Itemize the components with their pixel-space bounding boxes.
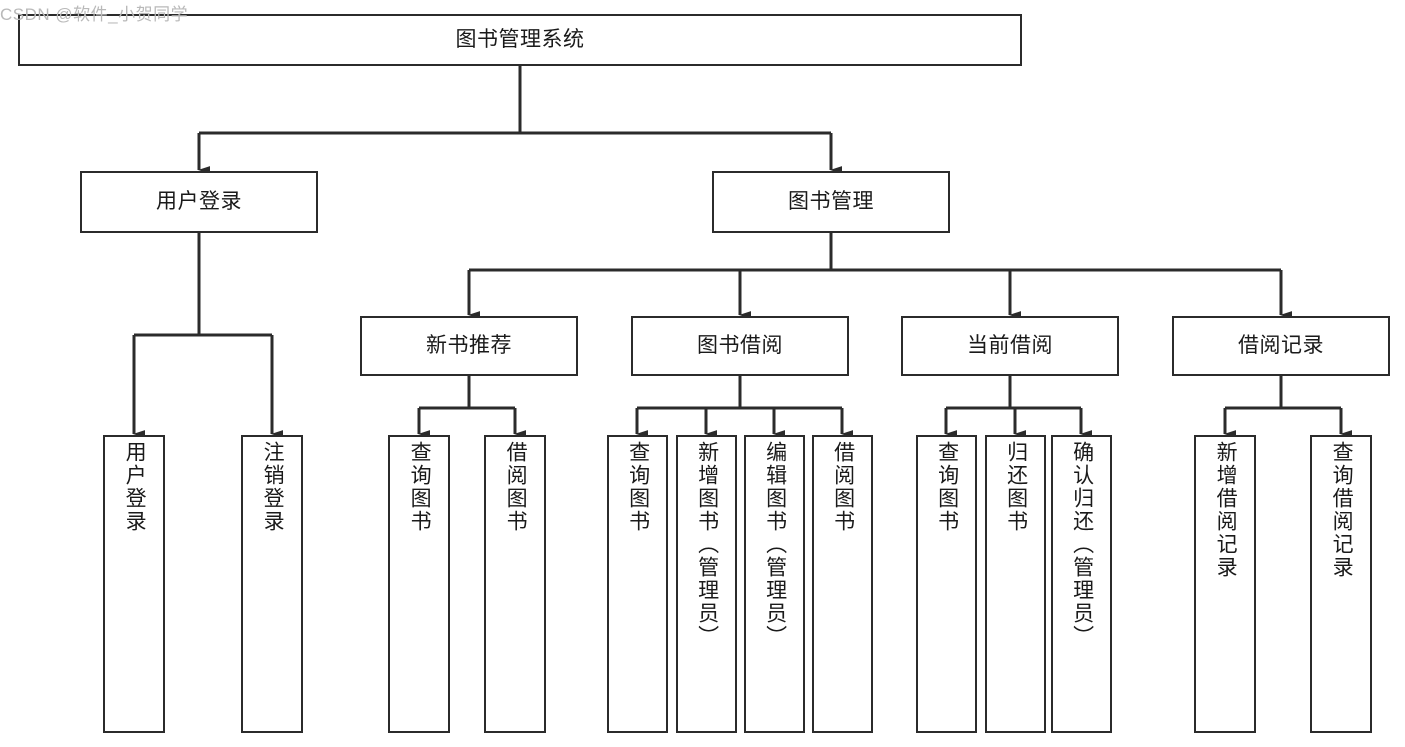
node-borrow-query-book[interactable]: 查询图书	[607, 435, 668, 733]
node-user-login-label: 用户登录	[156, 189, 242, 213]
node-current-confirm-return-label: 确认归还（管理员）	[1070, 441, 1094, 648]
node-current-return-book[interactable]: 归还图书	[985, 435, 1046, 733]
node-book-manage-label: 图书管理	[788, 189, 874, 213]
node-recommend-query-book[interactable]: 查询图书	[388, 435, 450, 733]
node-borrow-record-label: 借阅记录	[1238, 333, 1324, 357]
node-current-borrow[interactable]: 当前借阅	[901, 316, 1119, 376]
node-record-add[interactable]: 新增借阅记录	[1194, 435, 1256, 733]
node-recommend-borrow-book-label: 借阅图书	[504, 441, 528, 533]
node-user-logout-action-label: 注销登录	[261, 441, 285, 533]
node-new-book-recommend-label: 新书推荐	[426, 333, 512, 357]
node-borrow-edit-book[interactable]: 编辑图书（管理员）	[744, 435, 805, 733]
node-book-borrow[interactable]: 图书借阅	[631, 316, 849, 376]
node-current-query-book-label: 查询图书	[935, 441, 959, 533]
node-record-query-label: 查询借阅记录	[1330, 441, 1354, 579]
node-current-return-book-label: 归还图书	[1004, 441, 1028, 533]
node-borrow-add-book[interactable]: 新增图书（管理员）	[676, 435, 737, 733]
node-record-add-label: 新增借阅记录	[1214, 441, 1238, 579]
node-recommend-query-book-label: 查询图书	[408, 441, 432, 533]
node-borrow-borrow-book[interactable]: 借阅图书	[812, 435, 873, 733]
node-current-confirm-return[interactable]: 确认归还（管理员）	[1051, 435, 1112, 733]
node-borrow-query-book-label: 查询图书	[626, 441, 650, 533]
node-current-borrow-label: 当前借阅	[967, 333, 1053, 357]
node-new-book-recommend[interactable]: 新书推荐	[360, 316, 578, 376]
node-root-label: 图书管理系统	[455, 27, 585, 51]
node-current-query-book[interactable]: 查询图书	[916, 435, 977, 733]
node-user-login-action-label: 用户登录	[123, 441, 147, 533]
node-borrow-edit-book-label: 编辑图书（管理员）	[763, 441, 787, 648]
node-user-login[interactable]: 用户登录	[80, 171, 318, 233]
node-record-query[interactable]: 查询借阅记录	[1310, 435, 1372, 733]
node-book-borrow-label: 图书借阅	[697, 333, 783, 357]
node-borrow-add-book-label: 新增图书（管理员）	[695, 441, 719, 648]
node-root[interactable]: 图书管理系统	[18, 14, 1022, 66]
node-borrow-record[interactable]: 借阅记录	[1172, 316, 1390, 376]
node-borrow-borrow-book-label: 借阅图书	[831, 441, 855, 533]
node-book-manage[interactable]: 图书管理	[712, 171, 950, 233]
connector-lines	[132, 66, 1352, 438]
node-user-logout-action[interactable]: 注销登录	[241, 435, 303, 733]
node-user-login-action[interactable]: 用户登录	[103, 435, 165, 733]
node-recommend-borrow-book[interactable]: 借阅图书	[484, 435, 546, 733]
